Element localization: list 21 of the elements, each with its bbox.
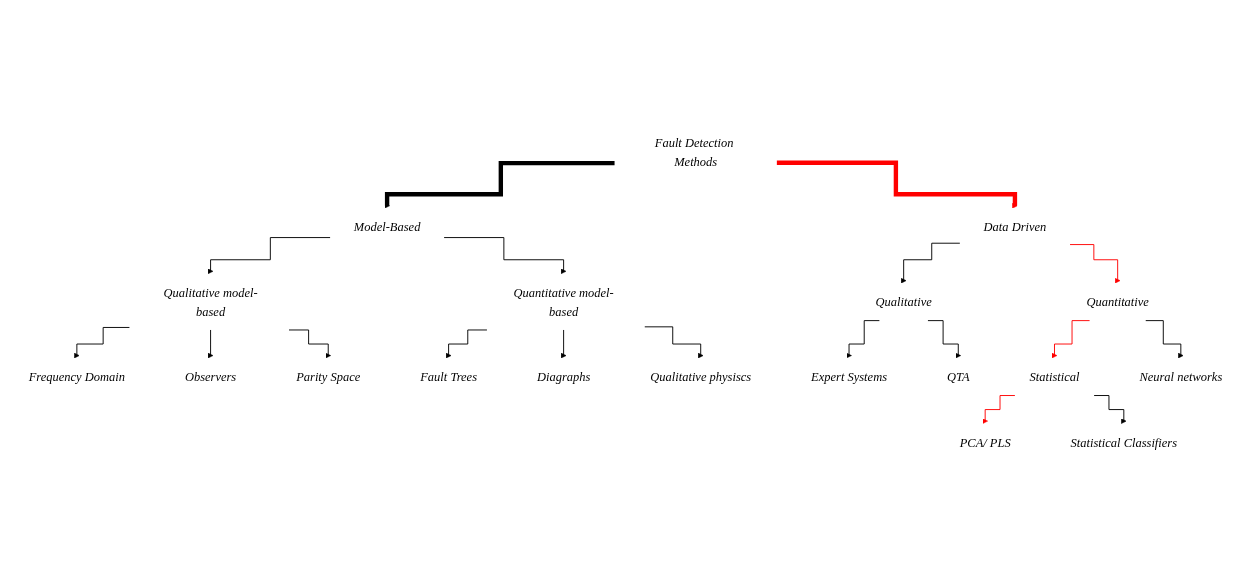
node-text: Fault Detection Methods <box>654 136 734 169</box>
node-text: Parity Space <box>296 370 361 385</box>
node-text: Model-Based <box>353 220 421 235</box>
node-text: Frequency Domain <box>28 370 125 385</box>
node-text: Quantitative <box>1086 295 1149 310</box>
node-text: Expert Systems <box>811 370 888 385</box>
node-text: Neural networks <box>1139 370 1223 385</box>
node-text: PCA/ PLS <box>959 435 1011 450</box>
node-text: Diagraphs <box>536 370 591 385</box>
node-text: Fault Trees <box>420 370 477 385</box>
node-text: Observers <box>184 370 237 385</box>
arrow <box>384 161 615 209</box>
node-text: Statistical Classifiers <box>1070 435 1178 450</box>
node-text: Statistical <box>1029 370 1080 385</box>
arrow <box>776 161 1018 209</box>
node-text: QTA <box>946 370 970 385</box>
node-text: Qualitative <box>875 295 932 310</box>
node-text: Qualitative physiscs <box>650 370 752 385</box>
node-text: Quantitative model-based <box>513 286 614 319</box>
node-text: Data Driven <box>983 220 1047 235</box>
node-text: Qualitative model-based <box>163 286 258 319</box>
